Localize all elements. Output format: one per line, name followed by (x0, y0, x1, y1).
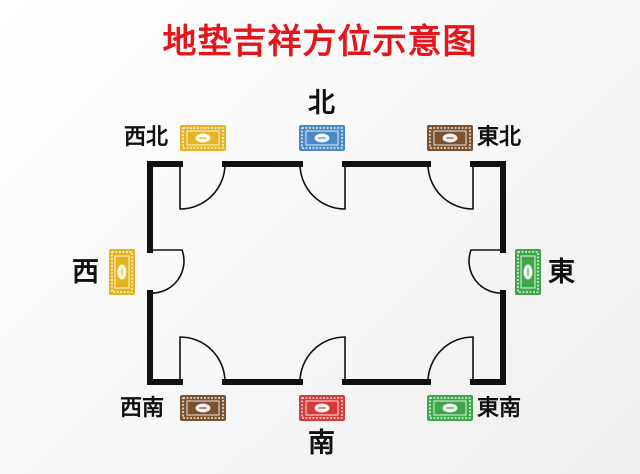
label-northwest: 西北 (124, 124, 169, 150)
door-e (468, 249, 504, 294)
label-southeast: 東南 (477, 395, 522, 421)
label-east: 東 (548, 257, 575, 288)
door-w (149, 249, 185, 294)
mat-southwest-brown (179, 394, 227, 422)
mat-west-yellow (108, 248, 136, 296)
door-sw (179, 336, 226, 383)
mat-northeast-brown (426, 124, 474, 152)
door-ne (427, 163, 474, 210)
door-swings (149, 163, 504, 383)
label-southwest: 西南 (120, 395, 165, 421)
label-south: 南 (308, 428, 335, 459)
door-nw (179, 163, 226, 210)
mat-north-blue (298, 124, 346, 152)
mat-east-green (514, 248, 542, 296)
mat-southeast-green (426, 394, 474, 422)
label-north: 北 (308, 88, 335, 119)
mat-south-red (298, 394, 346, 422)
label-west: 西 (72, 257, 99, 288)
door-n (299, 163, 346, 210)
label-northeast: 東北 (477, 124, 522, 150)
door-s (299, 336, 346, 383)
mat-northwest-yellow (179, 124, 227, 152)
door-se (427, 336, 474, 383)
room-walls (147, 161, 506, 385)
diagram-title: 地垫吉祥方位示意图 (162, 22, 478, 62)
